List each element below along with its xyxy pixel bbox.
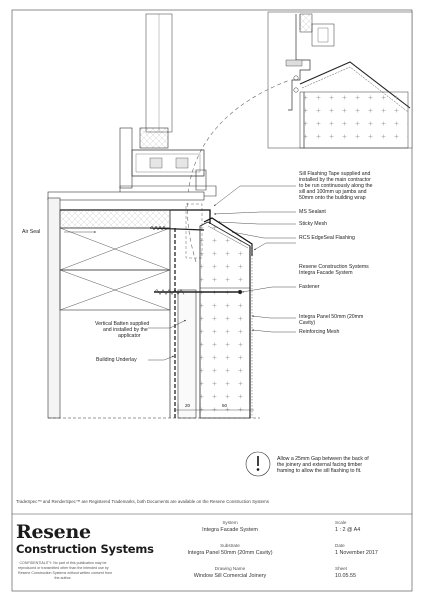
confidential-2: reproduced or transmitted other than the… [18,566,109,570]
system-label: System [222,520,238,525]
sheet-label: Sheet [335,566,348,571]
callout-arc [187,79,291,263]
drawing-name-label: Drawing Name [214,566,246,571]
label-reinforcing-mesh: Reinforcing Mesh [299,329,340,335]
system-value: Integra Facade System [202,527,258,533]
label-panel-1: Integra Panel 50mm (20mm [299,314,364,320]
substrate-value: Integra Panel 50mm (20mm Cavity) [187,550,273,556]
label-panel-2: Cavity) [299,320,316,326]
label-resene-system-1: Resene Construction Systems [299,264,369,270]
label-sill-tape-1: Sill Flashing Tape supplied and [299,171,371,177]
drawing-name-value: Window Sill Comercial Joinery [193,573,267,579]
label-sill-tape-4: sill and 100mm up jambs and [299,189,367,195]
label-sticky-mesh: Sticky Mesh [299,221,327,227]
date-label: Date [335,543,345,548]
enlarged-detail [267,11,413,149]
label-gap-note-3: framing to allow the sill flashing to fi… [277,468,362,474]
integra-panel [199,221,251,419]
label-sill-tape-5: 50mm onto the building wrap [299,195,366,201]
label-sill-tape-3: to be run continuously along the [299,183,373,189]
scale-value: 1 : 2 @ A4 [335,527,361,533]
confidential-3: Resene Construction Systems without writ… [18,571,113,575]
dimension-50: 50 [222,403,228,408]
label-underlay: Building Underlay [96,357,137,363]
label-gap-note-2: the joinery and external facing timber [277,462,363,468]
logo-top: Resene [16,521,91,543]
label-resene-system-2: Integra Facade System [299,270,353,276]
trademark-note: TradeSpec™ and RenderSpec™ are Registere… [16,499,269,504]
label-gap-note-1: Allow a 25mm Gap between the back of [277,456,369,462]
scale-label: Scale [335,520,347,525]
label-rcs-flashing: RCS EdgeSeal Flashing [299,235,355,241]
label-sill-tape-2: installed by the main contractor [299,177,371,183]
sheet-value: 10.05.55 [335,573,356,579]
page-border [11,9,413,592]
confidential-1: CONFIDENTIALITY: No part of this publica… [19,561,107,565]
leader-lines [64,185,296,361]
main-section [47,13,271,477]
date-value: 1 November 2017 [335,550,378,556]
label-ms-sealant: MS Sealant [299,209,326,215]
logo-bottom: Construction Systems [16,542,154,556]
label-air-seal: Air Seal [22,229,41,235]
dimension-20: 20 [185,403,191,408]
label-batten-1: Vertical Batten supplied [95,321,150,327]
label-fastener: Fastener [299,284,320,290]
label-batten-3: applicator [118,333,141,339]
substrate-label: Substrate [220,543,240,548]
confidential-4: the author. [54,576,72,580]
label-batten-2: and installed by the [103,327,148,333]
logo: Resene Construction Systems [16,522,166,556]
